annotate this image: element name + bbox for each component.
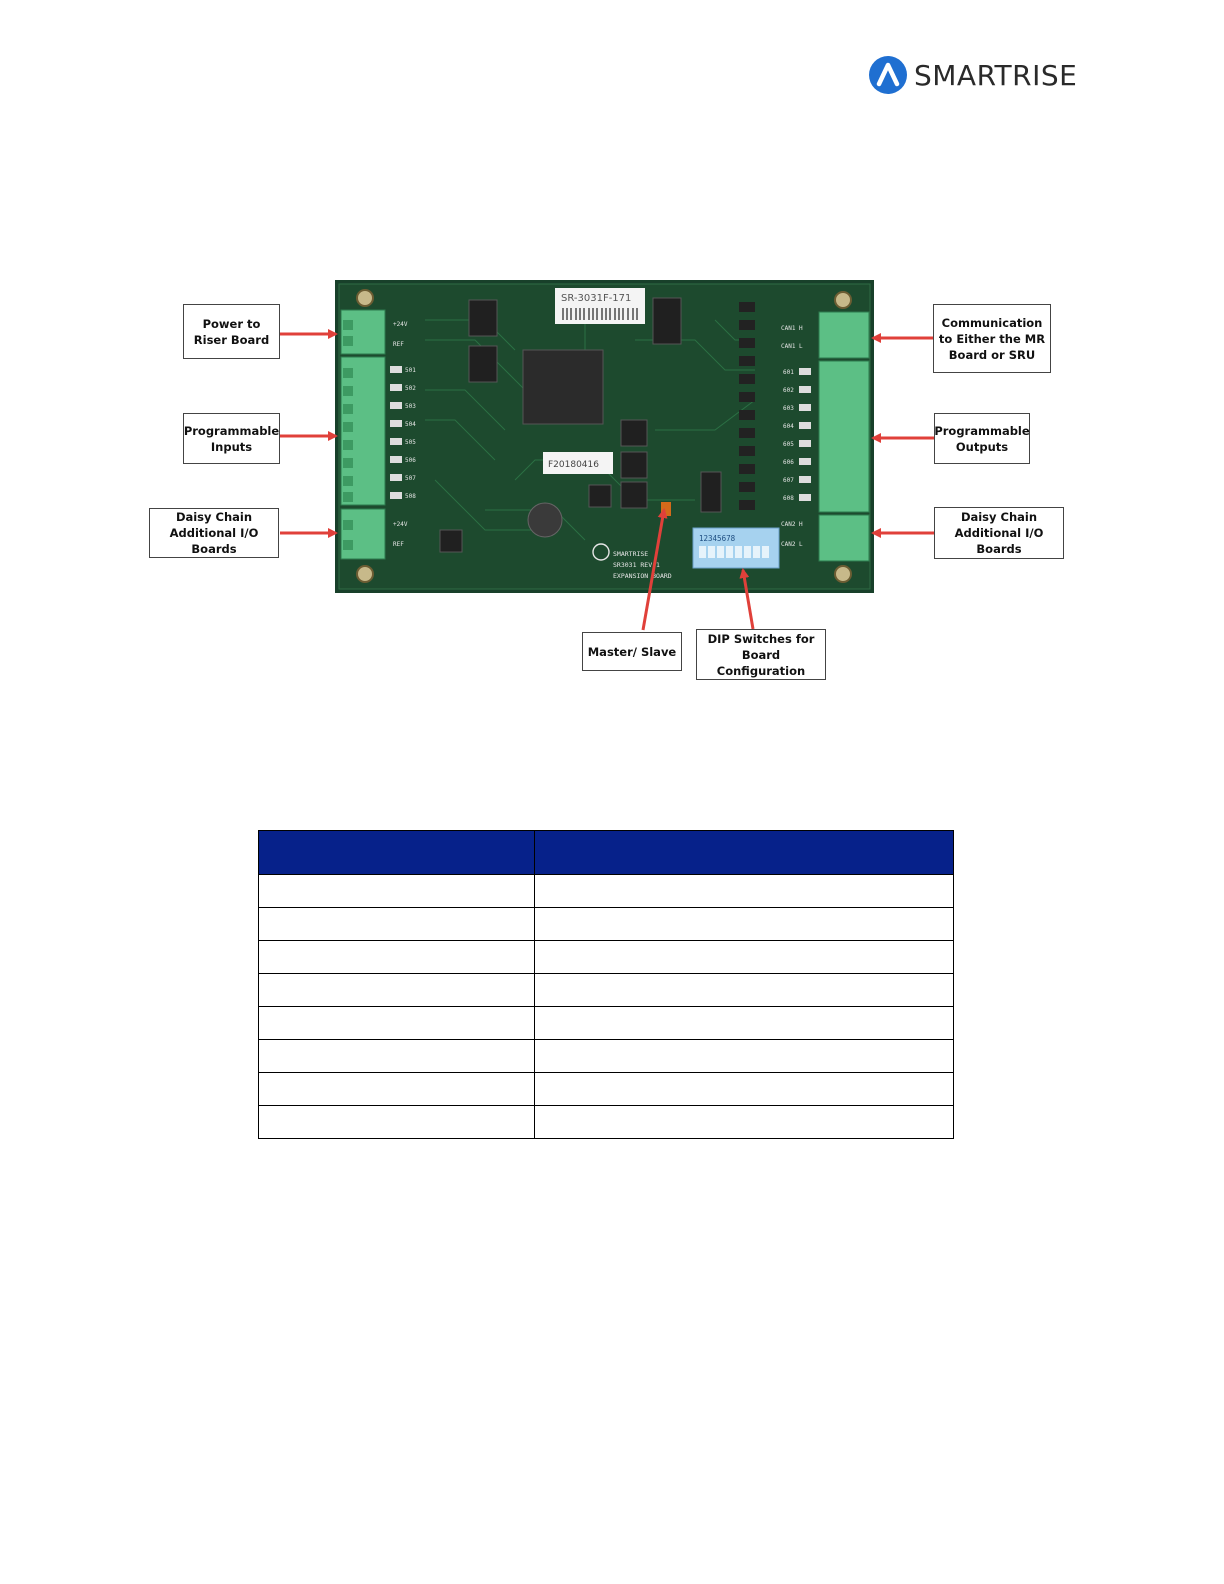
svg-text:606: 606 bbox=[783, 459, 794, 466]
svg-text:EXPANSION BOARD: EXPANSION BOARD bbox=[613, 572, 672, 580]
table-cell bbox=[534, 907, 954, 941]
svg-text:12345678: 12345678 bbox=[699, 534, 736, 543]
serial-label bbox=[555, 288, 645, 324]
callout-dip-switches: DIP Switches for Board Configuration bbox=[696, 629, 826, 680]
table-row bbox=[258, 1039, 954, 1073]
microcontroller bbox=[522, 349, 604, 425]
left-terminal-blocks bbox=[340, 309, 386, 560]
table-row bbox=[258, 1072, 954, 1106]
table-header-cell bbox=[534, 830, 954, 875]
left-silkscreen: +24V REF 501 502 503 504 505 506 507 508 +24V R… bbox=[393, 321, 416, 548]
svg-text:604: 604 bbox=[783, 423, 794, 430]
board-name-silkscreen: SMARTRISE SR3031 REV 1 EXPANSION BOARD bbox=[592, 543, 672, 580]
smartrise-logo-icon bbox=[869, 56, 907, 94]
svg-text:508: 508 bbox=[405, 493, 416, 500]
table-row bbox=[258, 1006, 954, 1040]
svg-text:605: 605 bbox=[783, 441, 794, 448]
table-row bbox=[258, 1105, 954, 1139]
table-cell bbox=[534, 1039, 954, 1073]
table-cell bbox=[534, 1006, 954, 1040]
svg-text:CAN1 L: CAN1 L bbox=[781, 343, 803, 350]
table-cell bbox=[258, 874, 535, 908]
table-cell bbox=[258, 1006, 535, 1040]
svg-text:CAN2 H: CAN2 H bbox=[781, 521, 803, 528]
svg-text:602: 602 bbox=[783, 387, 794, 394]
callout-programmable-inputs: Programmable Inputs bbox=[183, 413, 280, 464]
mounting-hole bbox=[356, 289, 374, 307]
callout-programmable-outputs: Programmable Outputs bbox=[934, 413, 1030, 464]
svg-text:506: 506 bbox=[405, 457, 416, 464]
svg-text:+24V: +24V bbox=[393, 521, 408, 528]
svg-text:607: 607 bbox=[783, 477, 794, 484]
svg-text:REF: REF bbox=[393, 341, 404, 348]
table-cell bbox=[534, 1105, 954, 1139]
table-cell bbox=[258, 1105, 535, 1139]
mounting-hole bbox=[834, 565, 852, 583]
table-cell bbox=[534, 874, 954, 908]
table-header-cell bbox=[258, 830, 535, 875]
svg-text:SR3031 REV 1: SR3031 REV 1 bbox=[613, 561, 660, 569]
table-row bbox=[258, 940, 954, 974]
svg-text:507: 507 bbox=[405, 475, 416, 482]
svg-text:REF: REF bbox=[393, 541, 404, 548]
callout-communication: Communication to Either the MR Board or … bbox=[933, 304, 1051, 373]
mounting-hole bbox=[834, 291, 852, 309]
callout-power-to-riser-board: Power to Riser Board bbox=[183, 304, 280, 359]
svg-text:502: 502 bbox=[405, 385, 416, 392]
svg-text:SR-3031F-171: SR-3031F-171 bbox=[561, 293, 631, 304]
svg-text:+24V: +24V bbox=[393, 321, 408, 328]
table-cell bbox=[534, 940, 954, 974]
callout-daisy-chain-right: Daisy Chain Additional I/O Boards bbox=[934, 507, 1064, 559]
mounting-hole bbox=[356, 565, 374, 583]
arrow-dip bbox=[739, 568, 755, 630]
svg-text:504: 504 bbox=[405, 421, 416, 428]
callout-daisy-chain-left: Daisy Chain Additional I/O Boards bbox=[149, 508, 279, 558]
inductor bbox=[527, 502, 563, 538]
table-cell bbox=[258, 1072, 535, 1106]
callout-master-slave: Master/ Slave bbox=[582, 632, 682, 671]
arrow-master-slave bbox=[641, 508, 668, 631]
svg-text:CAN2 L: CAN2 L bbox=[781, 541, 803, 548]
svg-text:603: 603 bbox=[783, 405, 794, 412]
svg-text:601: 601 bbox=[783, 369, 794, 376]
date-label bbox=[543, 452, 613, 474]
table-row bbox=[258, 874, 954, 908]
table-cell bbox=[258, 973, 535, 1007]
specs-table bbox=[258, 830, 954, 1139]
brand-name: SMARTRISE bbox=[914, 58, 1078, 92]
table-cell bbox=[258, 907, 535, 941]
table-cell bbox=[258, 940, 535, 974]
svg-text:CAN1 H: CAN1 H bbox=[781, 325, 803, 332]
table-cell bbox=[534, 973, 954, 1007]
expansion-board-photo: +24V REF 501 502 503 504 505 506 507 508 +24V R… bbox=[335, 280, 874, 593]
svg-text:SMARTRISE: SMARTRISE bbox=[613, 550, 648, 558]
svg-text:503: 503 bbox=[405, 403, 416, 410]
table-header-row bbox=[258, 830, 954, 875]
smartrise-logo: SMARTRISE bbox=[868, 54, 1077, 96]
table-row bbox=[258, 973, 954, 1007]
table-cell bbox=[258, 1039, 535, 1073]
svg-text:505: 505 bbox=[405, 439, 416, 446]
table-cell bbox=[534, 1072, 954, 1106]
svg-text:608: 608 bbox=[783, 495, 794, 502]
table-row bbox=[258, 907, 954, 941]
right-terminal-blocks bbox=[818, 311, 870, 562]
svg-text:501: 501 bbox=[405, 367, 416, 374]
svg-text:F20180416: F20180416 bbox=[548, 460, 599, 470]
